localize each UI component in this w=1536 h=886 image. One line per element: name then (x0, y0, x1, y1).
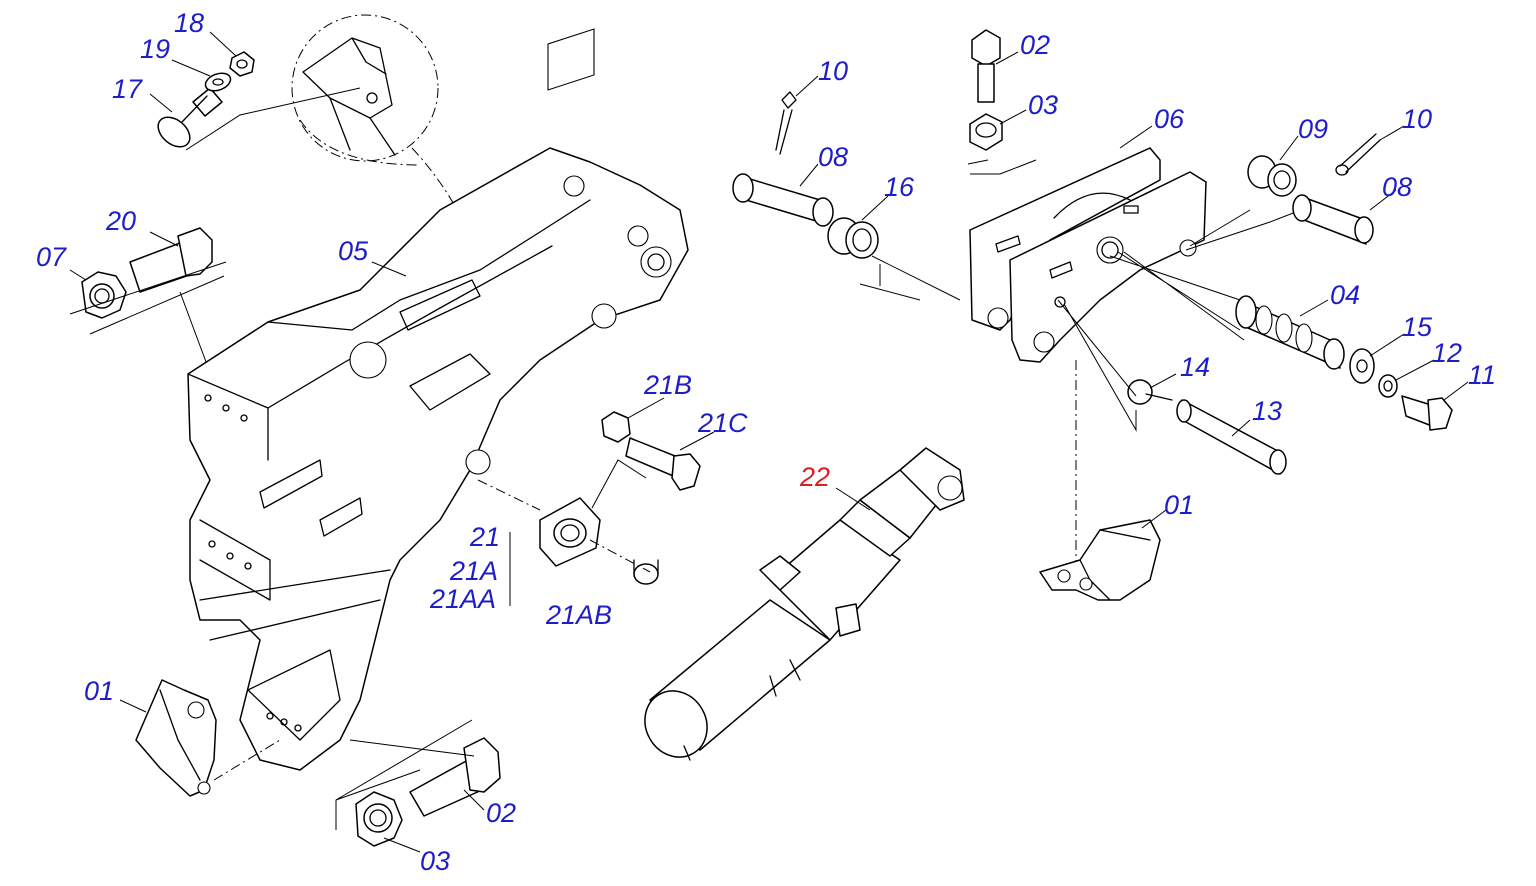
part-10-cotter-pin-right (1335, 133, 1381, 176)
part-20-bolt (129, 227, 213, 293)
label-20: 20 (105, 206, 136, 236)
part-22-hydraulic-cylinder (644, 447, 965, 761)
part-21-bushing-plate (539, 497, 601, 567)
part-06-plate-assembly (969, 147, 1207, 363)
label-08-left: 08 (818, 142, 848, 172)
label-21c: 21C (697, 408, 748, 438)
part-18-nut (229, 51, 255, 77)
callout-leaders (69, 31, 1469, 853)
label-21b: 21B (643, 370, 692, 400)
part-15-washer (1349, 348, 1375, 384)
label-03-top: 03 (1028, 90, 1058, 120)
part-08-pin-left (732, 173, 834, 227)
part-02-bolt-left (409, 737, 501, 817)
label-18: 18 (174, 8, 204, 38)
label-08-right: 08 (1382, 172, 1412, 202)
part-05-main-frame (187, 28, 689, 771)
label-11: 11 (1468, 360, 1496, 390)
label-10-left: 10 (818, 56, 848, 86)
part-21b-nut (601, 411, 631, 443)
label-21: 21 (469, 522, 500, 552)
label-09: 09 (1298, 114, 1328, 144)
label-21a: 21A (449, 556, 498, 586)
part-13-pin (1176, 399, 1287, 475)
part-21ab-spacer (633, 559, 659, 585)
part-01-bracket-right (1039, 519, 1161, 601)
callout-labels: 18 19 17 20 07 05 21B 21C 21 21A 21AA 21… (36, 8, 1496, 876)
part-11-bolt (1401, 395, 1453, 431)
detail-view-circle (291, 14, 493, 301)
label-03-left: 03 (420, 846, 450, 876)
label-19: 19 (140, 34, 170, 64)
part-01-bracket-left (135, 679, 217, 797)
part-19-washer (204, 72, 232, 92)
label-02-top: 02 (1020, 30, 1050, 60)
label-22: 22 (799, 462, 830, 492)
label-04: 04 (1330, 280, 1360, 310)
part-03-nut-left (355, 791, 403, 847)
part-03-nut-top (969, 113, 1003, 151)
part-17-bolt (157, 87, 223, 148)
label-14: 14 (1180, 352, 1210, 382)
label-12: 12 (1432, 338, 1462, 368)
label-10-right: 10 (1402, 104, 1432, 134)
label-21aa: 21AA (429, 584, 496, 614)
part-12-lock-washer (1378, 374, 1398, 398)
part-16-bushing (827, 217, 879, 259)
part-09-bushing (1247, 155, 1297, 197)
part-04-grooved-pin (1235, 295, 1345, 370)
label-01-right: 01 (1164, 490, 1194, 520)
label-07: 07 (36, 242, 67, 272)
label-21ab: 21AB (545, 600, 612, 630)
label-01-left: 01 (84, 676, 114, 706)
label-16: 16 (884, 172, 915, 202)
part-07-nut (81, 271, 127, 319)
label-02-left: 02 (486, 798, 516, 828)
label-13: 13 (1252, 396, 1282, 426)
part-14-clip (1127, 379, 1173, 405)
label-17: 17 (112, 74, 143, 104)
label-15: 15 (1402, 312, 1433, 342)
part-02-bolt-top (971, 29, 1001, 103)
part-08-pin-right (1292, 194, 1374, 245)
label-05: 05 (338, 236, 369, 266)
part-10-cotter-pin-left (775, 91, 797, 155)
part-21c-bolt (625, 437, 701, 491)
label-06: 06 (1154, 104, 1185, 134)
